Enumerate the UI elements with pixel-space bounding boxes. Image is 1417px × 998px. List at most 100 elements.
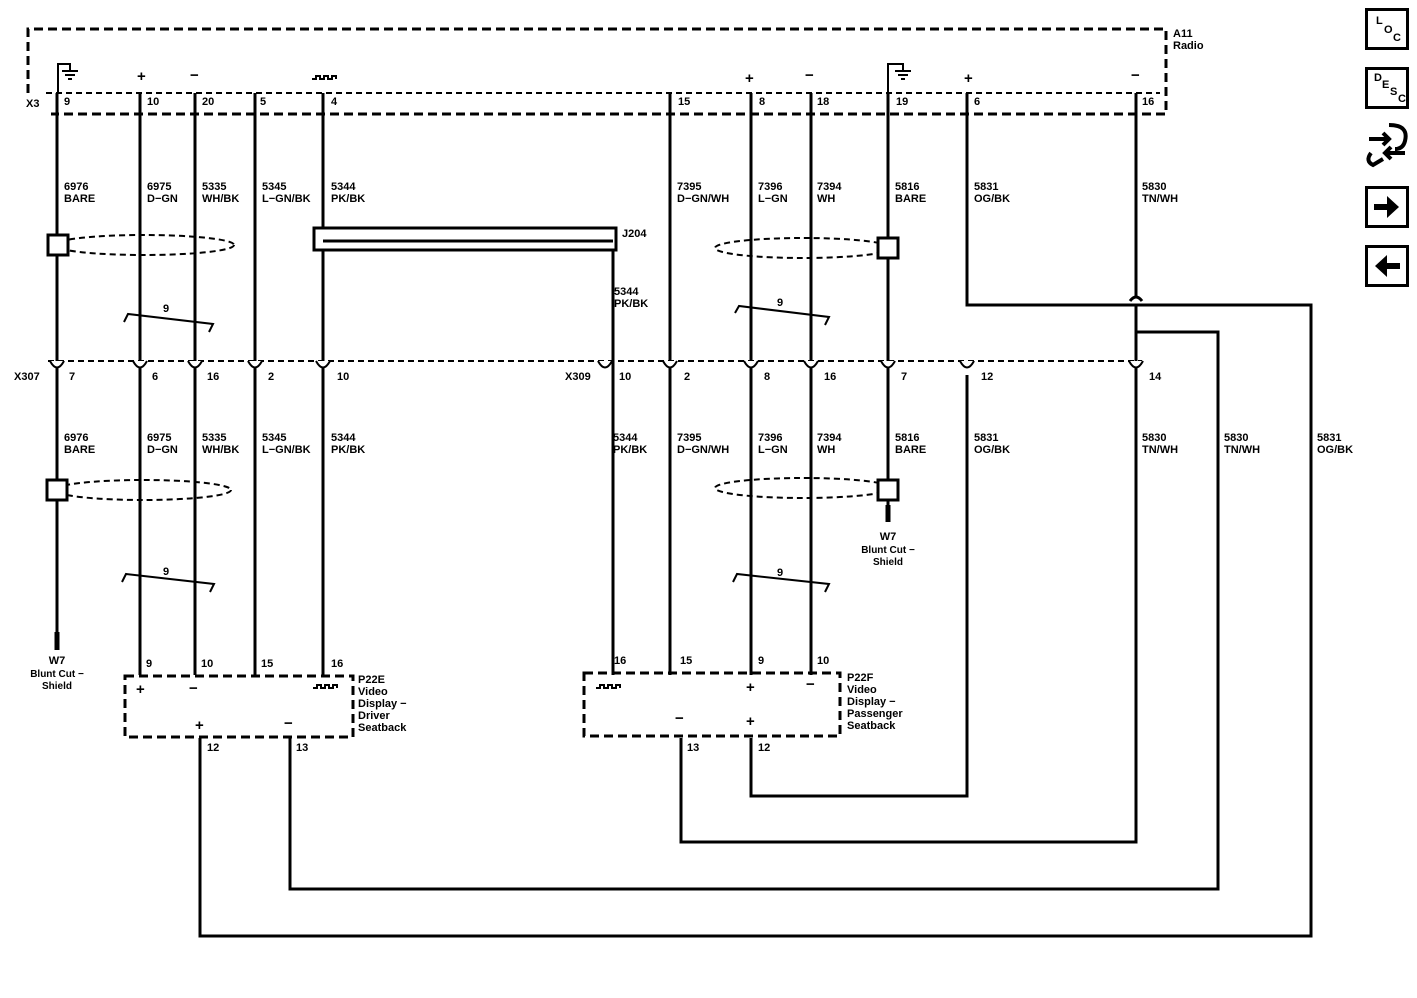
passenger-display-label: Display − — [847, 696, 896, 708]
pin-number: 6 — [152, 371, 158, 383]
pin-number: 7 — [901, 371, 907, 383]
inline-connectors: X307 X309 7 6 16 2 10 10 2 8 16 7 12 14 — [14, 360, 1162, 383]
twist-marker — [734, 304, 831, 326]
wire-color: D−GN — [147, 193, 178, 205]
connector-pin — [743, 360, 759, 369]
video-signal-icon — [312, 75, 337, 80]
pin-number: 12 — [758, 742, 770, 754]
pin-number: 16 — [1142, 96, 1154, 108]
connector-pin — [187, 360, 203, 369]
wire-5831-passenger — [749, 375, 969, 798]
passenger-display-label: Video — [847, 684, 877, 696]
wire-circuit: 5831 — [974, 432, 998, 444]
driver-display-label: Video — [358, 686, 388, 698]
wire-circuit: 5344 — [613, 432, 638, 444]
shield-drain — [46, 233, 70, 257]
driver-display: 9 10 15 16 + − + − 12 13 P22E Video Disp… — [123, 658, 407, 754]
pin-number: 10 — [619, 371, 631, 383]
driver-display-outline — [123, 674, 355, 739]
pin-sign: − — [806, 676, 815, 693]
wire-5344-splice — [323, 239, 615, 675]
passenger-display-outline — [582, 671, 842, 738]
pin-sign: − — [189, 680, 198, 697]
wire-color: PK/BK — [331, 444, 365, 456]
shield-end-passenger: W7 Blunt Cut − Shield — [861, 505, 915, 568]
pin-number: 15 — [678, 96, 690, 108]
shield-end-label: Blunt Cut − — [861, 545, 915, 556]
wire-color: WH — [817, 193, 835, 205]
splice-box — [312, 226, 618, 252]
desc-button[interactable]: D E S C — [1365, 67, 1409, 109]
connector-pin — [247, 360, 263, 369]
connector-view-button[interactable] — [1365, 121, 1409, 171]
twist-marker — [732, 572, 831, 593]
wire-color: BARE — [64, 444, 95, 456]
pin-number: 2 — [684, 371, 690, 383]
wire-color: TN/WH — [1142, 193, 1178, 205]
wire-color: WH/BK — [202, 193, 239, 205]
wire-circuit: 6975 — [147, 432, 171, 444]
pin-number: 12 — [207, 742, 219, 754]
shield-outline — [714, 477, 892, 499]
wire-color: D−GN/WH — [677, 444, 729, 456]
connector-x309: X309 — [565, 371, 591, 383]
loc-button[interactable]: L O C — [1365, 8, 1409, 50]
twist-label: 9 — [777, 297, 783, 309]
wire-color: PK/BK — [331, 193, 365, 205]
wire-color: L−GN — [758, 444, 788, 456]
lower-wire-labels: 6976 BARE 6975 D−GN 5335 WH/BK 5345 L−GN… — [64, 432, 1353, 456]
desc-letter: S — [1390, 86, 1398, 98]
radio-name: Radio — [1173, 40, 1204, 52]
radio-module-outline — [26, 27, 1168, 116]
shield-drain — [45, 478, 69, 502]
splice-ref: J204 — [622, 228, 647, 240]
pin-number: 9 — [64, 96, 70, 108]
pin-sign: − — [805, 67, 814, 84]
pin-number: 15 — [261, 658, 273, 670]
loc-letter: L — [1376, 15, 1383, 27]
shield-drain — [876, 478, 900, 502]
pin-number: 2 — [268, 371, 274, 383]
wire-circuit: 7395 — [677, 432, 701, 444]
pin-number: 10 — [337, 371, 349, 383]
pin-number: 16 — [824, 371, 836, 383]
radio-ref: A11 — [1173, 28, 1193, 40]
driver-display-ref: P22E — [358, 674, 385, 686]
shield-end-label: Shield — [42, 681, 72, 692]
shield-drain — [876, 236, 900, 260]
wire-color: L−GN — [758, 193, 788, 205]
driver-display-label: Seatback — [358, 722, 407, 734]
pin-sign: + — [746, 713, 755, 730]
passenger-display: 16 15 9 10 + − − + 13 12 P22F Video Disp… — [582, 655, 903, 754]
wire-5830-driver — [288, 330, 1220, 891]
splice-j204: J204 5344 PK/BK — [312, 226, 648, 310]
pin-number: 14 — [1149, 371, 1162, 383]
shield-end-label: Shield — [873, 557, 903, 568]
connector-pin — [880, 360, 896, 369]
arrow-left-icon — [1375, 255, 1400, 277]
passenger-display-label: Seatback — [847, 720, 896, 732]
next-button[interactable] — [1365, 186, 1409, 228]
wire-circuit: 6976 — [64, 432, 88, 444]
wire-color: OG/BK — [974, 193, 1010, 205]
connector-pin — [597, 360, 613, 369]
pin-sign: + — [136, 681, 145, 698]
pin-sign: + — [746, 679, 755, 696]
wire-circuit: 7394 — [817, 181, 842, 193]
driver-display-label: Display − — [358, 698, 407, 710]
pin-sign: + — [195, 717, 204, 734]
wire-5830 — [679, 305, 1138, 844]
wire-circuit: 5830 — [1224, 432, 1248, 444]
wire-color: L−GN/BK — [262, 444, 311, 456]
wire-circuit: 5831 — [974, 181, 998, 193]
wire-circuit: 6976 — [64, 181, 88, 193]
pin-number: 9 — [146, 658, 152, 670]
shield-outline — [53, 234, 235, 256]
wire-circuit: 5344 — [331, 181, 356, 193]
wire-crossover — [1128, 295, 1144, 302]
wire-circuit: 5335 — [202, 181, 226, 193]
pin-number: 13 — [296, 742, 308, 754]
wire-color: BARE — [895, 193, 926, 205]
wire-color: PK/BK — [613, 444, 647, 456]
previous-button[interactable] — [1365, 245, 1409, 287]
